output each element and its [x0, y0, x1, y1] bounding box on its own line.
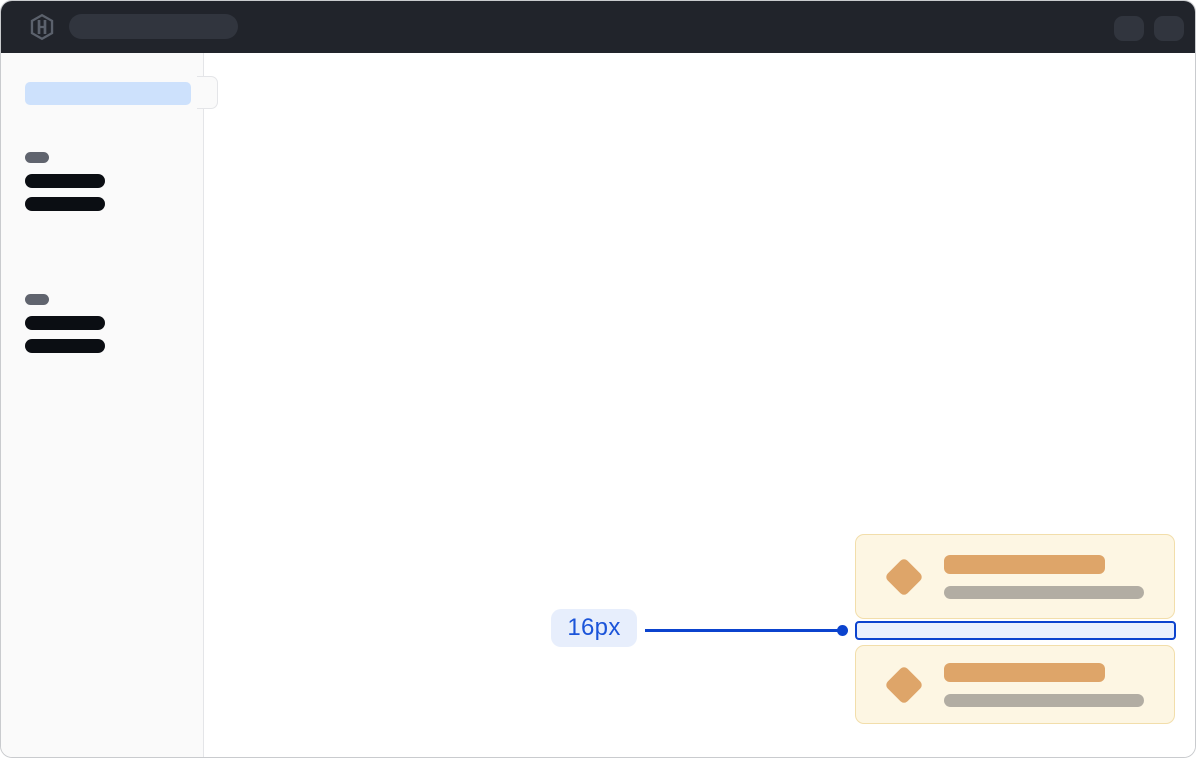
card-1[interactable] [855, 534, 1175, 619]
measure-leader-dot [837, 625, 848, 636]
sidebar-selected-item-skeleton[interactable] [25, 82, 191, 105]
measure-leader-line [645, 629, 843, 632]
card-2[interactable] [855, 645, 1175, 724]
search-input-skeleton[interactable] [69, 14, 238, 39]
spacing-measure-label: 16px [551, 609, 637, 647]
sidebar-group-label-skeleton [25, 152, 49, 163]
diamond-icon [884, 664, 924, 705]
card-subtitle-skeleton [944, 693, 1144, 707]
diamond-icon [884, 556, 924, 597]
spacing-highlight-rect [855, 621, 1176, 640]
sidebar [1, 53, 204, 757]
sidebar-item-skeleton[interactable] [25, 197, 105, 211]
sidebar-group-label-skeleton [25, 294, 49, 305]
sidebar-item-skeleton[interactable] [25, 174, 105, 188]
topbar-action-skeleton-1[interactable] [1114, 16, 1144, 41]
card-title-skeleton [944, 554, 1105, 574]
hashicorp-logo-icon [28, 13, 56, 41]
card-title-skeleton [944, 662, 1105, 682]
sidebar-item-skeleton[interactable] [25, 316, 105, 330]
topbar [1, 1, 1195, 53]
card-text-skeleton [944, 554, 1144, 599]
card-text-skeleton [944, 662, 1144, 707]
card-subtitle-skeleton [944, 585, 1144, 599]
topbar-action-skeleton-2[interactable] [1154, 16, 1184, 41]
sidebar-collapse-handle[interactable] [197, 76, 218, 109]
sidebar-group-2 [25, 294, 105, 362]
sidebar-item-skeleton[interactable] [25, 339, 105, 353]
sidebar-group-1 [25, 152, 105, 220]
